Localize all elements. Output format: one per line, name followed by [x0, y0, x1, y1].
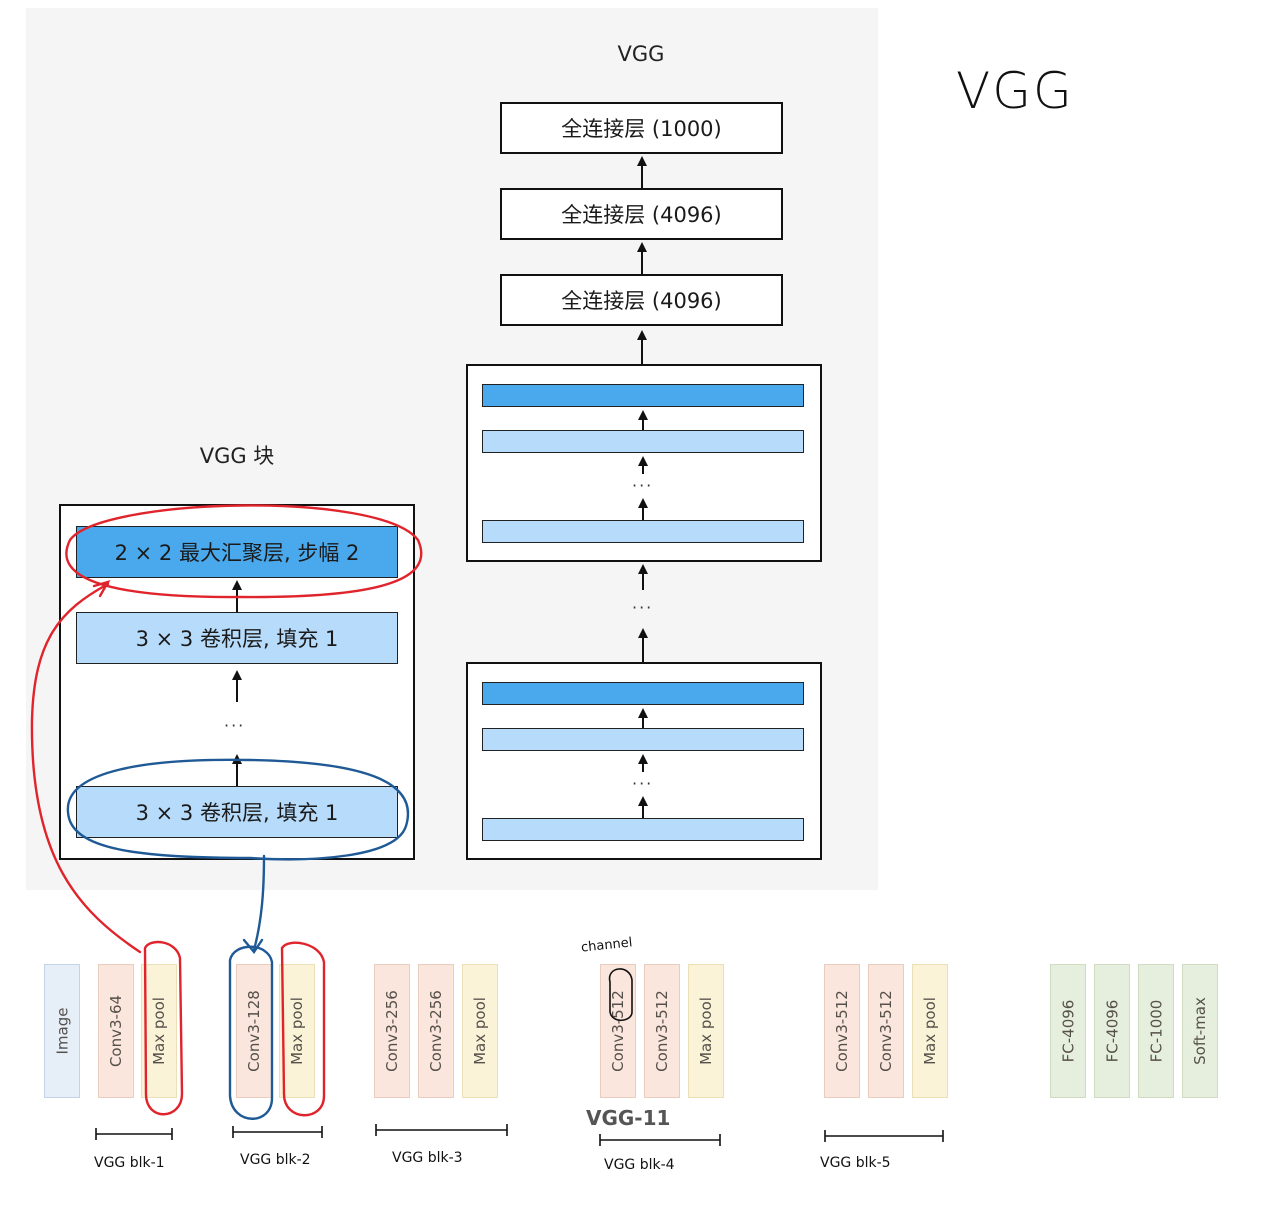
conv-layer-top: 3 × 3 卷积层, 填充 1	[76, 612, 398, 664]
arrow-shaft	[641, 164, 643, 188]
strip-column-fc: FC-1000	[1138, 964, 1174, 1098]
bracket-blk-3	[375, 1124, 508, 1136]
block-bar-conv	[482, 430, 804, 453]
arrow-head	[638, 410, 648, 420]
strip-column-image: Image	[44, 964, 80, 1098]
block-bar-pool	[482, 384, 804, 407]
red-connector-arrow	[30, 582, 142, 954]
strip-column-pool: Max pool	[462, 964, 498, 1098]
fc-layer-4096-a: 全连接层 (4096)	[500, 188, 783, 240]
arrow-head	[638, 456, 648, 466]
fc-layer-4096-b: 全连接层 (4096)	[500, 274, 783, 326]
arrow-head	[232, 580, 242, 590]
arrow-shaft	[642, 762, 644, 772]
arrow-shaft	[642, 804, 644, 818]
arrow-shaft	[641, 338, 643, 364]
strip-column-conv: Conv3-512	[824, 964, 860, 1098]
conv-layer-bottom: 3 × 3 卷积层, 填充 1	[76, 786, 398, 838]
strip-column-conv: Conv3-512	[600, 964, 636, 1098]
blue-annotations	[66, 758, 410, 1120]
strip-column-pool: Max pool	[688, 964, 724, 1098]
vgg-title: VGG	[617, 42, 665, 66]
arrow-shaft	[642, 636, 644, 662]
blue-arrowhead	[242, 938, 264, 955]
arrow-shaft	[642, 506, 644, 520]
arrow-head	[638, 564, 648, 574]
strip-column-conv: Conv3-512	[644, 964, 680, 1098]
arrow-shaft	[642, 716, 644, 728]
ellipsis: ···	[224, 716, 246, 735]
arrow-head	[638, 754, 648, 764]
black-circle-512	[608, 968, 633, 1022]
handwritten-block-label: VGG blk-2	[240, 1152, 311, 1168]
fc-layer-1000: 全连接层 (1000)	[500, 102, 783, 154]
strip-column-conv: Conv3-64	[98, 964, 134, 1098]
vgg-block-title: VGG 块	[199, 444, 275, 468]
red-annotations	[30, 504, 423, 1117]
arrow-shaft	[236, 762, 238, 786]
block-bar-conv	[482, 520, 804, 543]
handwritten-vgg-title: VGG	[956, 62, 1074, 120]
vgg11-label: VGG-11	[586, 1106, 671, 1130]
handwritten-block-label: VGG blk-3	[392, 1150, 463, 1166]
strip-column-conv: Conv3-512	[868, 964, 904, 1098]
strip-column-conv: Conv3-256	[418, 964, 454, 1098]
arrow-shaft	[642, 572, 644, 590]
arrow-shaft	[642, 418, 644, 430]
maxpool-layer: 2 × 2 最大汇聚层, 步幅 2	[76, 526, 398, 578]
arrow-head	[637, 330, 647, 340]
arrow-head	[638, 796, 648, 806]
strip-column-fc: FC-4096	[1050, 964, 1086, 1098]
arrow-head	[638, 498, 648, 508]
arrow-head	[232, 670, 242, 680]
handwritten-block-label: VGG blk-4	[604, 1157, 675, 1173]
block-bar-pool	[482, 682, 804, 705]
arrow-shaft	[236, 588, 238, 612]
arrow-head	[638, 708, 648, 718]
arrow-head	[637, 242, 647, 252]
strip-column-pool: Max pool	[279, 964, 315, 1098]
ellipsis: ···	[632, 476, 654, 495]
bracket-blk-4	[599, 1134, 721, 1146]
ellipsis: ···	[632, 774, 654, 793]
strip-column-pool: Max pool	[912, 964, 948, 1098]
ellipsis: ···	[632, 598, 654, 617]
blue-connector-arrow	[252, 854, 266, 952]
red-oval-maxpool-1	[143, 940, 184, 1116]
block-bar-conv	[482, 728, 804, 751]
arrow-head	[638, 628, 648, 638]
bracket-blk-1	[95, 1128, 173, 1140]
block-bar-conv	[482, 818, 804, 841]
handwritten-block-label: VGG blk-1	[94, 1155, 165, 1171]
strip-column-softmax: Soft-max	[1182, 964, 1218, 1098]
arrow-shaft	[642, 464, 644, 474]
bracket-blk-2	[232, 1126, 323, 1138]
bracket-group	[95, 1124, 944, 1146]
red-arrowhead	[92, 580, 111, 598]
red-oval-maxpool-2	[280, 941, 326, 1117]
bracket-blk-5	[824, 1130, 944, 1142]
strip-column-fc: FC-4096	[1094, 964, 1130, 1098]
red-ellipse-pool-layer	[65, 504, 423, 599]
blue-oval-conv128	[228, 945, 274, 1120]
arrow-shaft	[236, 678, 238, 702]
strip-column-conv: Conv3-256	[374, 964, 410, 1098]
arrow-shaft	[641, 250, 643, 274]
arrow-head	[637, 156, 647, 166]
handwritten-block-label: VGG blk-5	[820, 1155, 891, 1171]
blue-ellipse-conv-layer	[66, 758, 410, 861]
